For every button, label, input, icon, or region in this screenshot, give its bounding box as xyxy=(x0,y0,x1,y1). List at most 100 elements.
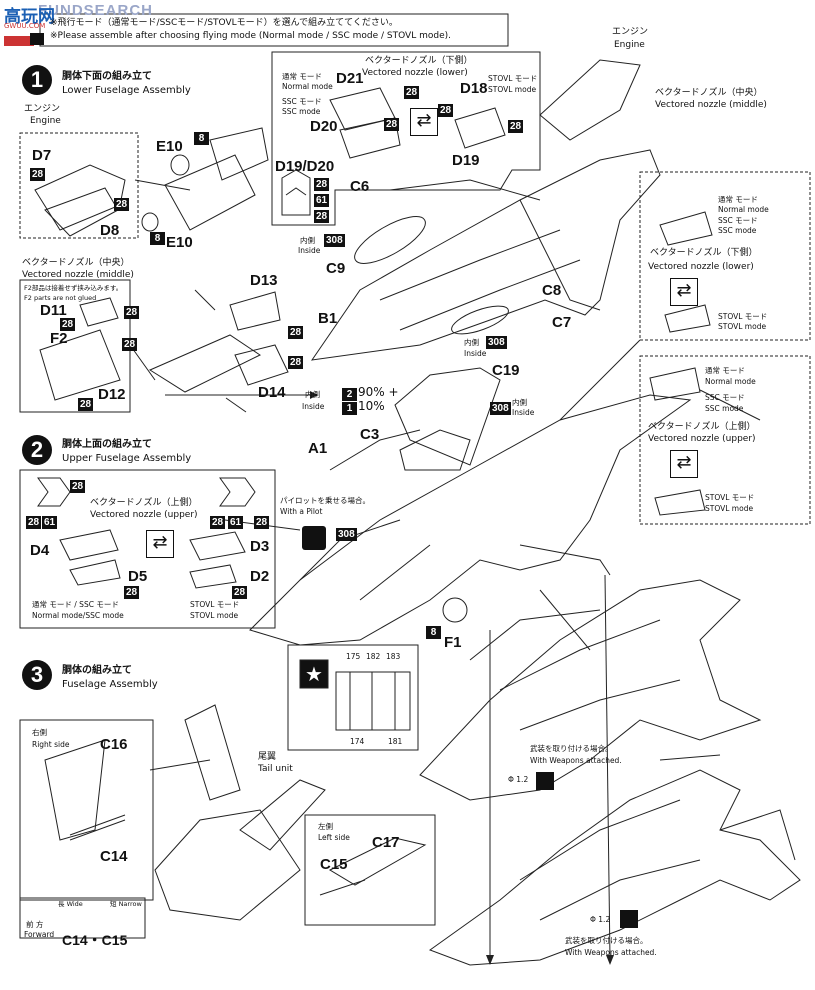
fin-c17 xyxy=(328,837,427,886)
step3-title-jp: 胴体の組み立て xyxy=(62,665,132,676)
stovl-mode4-en: STOVL mode xyxy=(190,611,239,620)
mode-switch-arrows-icon: ⇄ xyxy=(670,278,698,306)
vn-upper2-jp: ベクタードノズル（上側） xyxy=(648,422,756,432)
stovl-mode-jp: STOVL モード xyxy=(488,74,538,83)
paint-badge: 28 xyxy=(114,198,130,211)
decal-174: 174 xyxy=(350,737,365,746)
inside-en-1: Inside xyxy=(298,246,321,255)
phi-label-2: Φ 1.2 xyxy=(590,915,611,924)
ssc-mode3-en: SSC mode xyxy=(705,404,744,413)
inside-jp-4: 内側 xyxy=(512,398,527,407)
inside-en-4: Inside xyxy=(512,408,535,417)
part-d2: D2 xyxy=(250,568,270,585)
normal-mode3-jp: 通常 モード xyxy=(705,366,745,375)
part-c14: C14 xyxy=(100,848,128,865)
vn-lower-en: Vectored nozzle (lower) xyxy=(362,68,468,78)
ssc-mode2-jp: SSC モード xyxy=(718,216,758,225)
left-side-en: Left side xyxy=(318,833,350,842)
paint-badge: 28 xyxy=(124,586,140,599)
paint-badge-1: 1 xyxy=(342,402,357,415)
part-c8: C8 xyxy=(542,282,562,299)
paint-badge: 28 xyxy=(78,398,94,411)
paint-badge: 8 xyxy=(426,626,441,639)
mode-switch-arrows-icon: ⇄ xyxy=(146,530,174,558)
f2-note-jp: F2部品は接着せず挟み込みます。 xyxy=(24,284,123,292)
vn-middle-jp: ベクタードノズル（中央） xyxy=(22,258,130,268)
paint-badge: 28 xyxy=(288,356,304,369)
part-c17: C17 xyxy=(372,834,400,851)
vn-lower2-en: Vectored nozzle (lower) xyxy=(648,262,754,272)
ssc-mode2-en: SSC mode xyxy=(718,226,757,235)
paint-badge: 61 xyxy=(42,516,58,529)
pilot-en: With a Pilot xyxy=(280,507,323,516)
decal-box xyxy=(287,644,419,751)
tail-unit-jp: 尾翼 xyxy=(258,752,277,762)
normal-mode-en: Normal mode xyxy=(282,82,333,91)
step2-box xyxy=(19,469,276,629)
part-b1: B1 xyxy=(318,310,338,327)
step1-title-en: Lower Fuselage Assembly xyxy=(62,85,191,96)
part-c6: C6 xyxy=(350,178,370,195)
vn-lower-jp: ベクタードノズル（下側） xyxy=(365,56,473,66)
part-c19: C19 xyxy=(492,362,520,379)
paint-badge: 308 xyxy=(324,234,345,247)
step2-title-en: Upper Fuselage Assembly xyxy=(62,453,192,464)
part-c14-c15: C14・C15 xyxy=(62,932,128,948)
paint-badge: 28 xyxy=(404,86,420,99)
f2-note-en: F2 parts are not glued xyxy=(24,294,97,302)
pilot-icon xyxy=(302,526,326,550)
engine2-label-jp: エンジン xyxy=(612,27,649,37)
step3-title-en: Fuselage Assembly xyxy=(62,679,158,690)
decal-183: 183 xyxy=(386,652,401,661)
engine-upper xyxy=(539,59,641,141)
paint-badge: 28 xyxy=(508,120,524,133)
weapons-jp: 武装を取り付ける場合。 xyxy=(530,744,613,753)
ssc-mode3-jp: SSC モード xyxy=(705,393,745,402)
decal-181: 181 xyxy=(388,737,403,746)
normal-mode2-en: Normal mode xyxy=(718,205,769,214)
canopy-c3 xyxy=(399,429,471,471)
part-d3: D3 xyxy=(250,538,270,555)
nozzle-lower-box xyxy=(271,51,541,226)
part-c15: C15 xyxy=(320,856,348,873)
header-box xyxy=(39,13,509,47)
paint-badge: 28 xyxy=(314,210,330,223)
vn-lower2-jp: ベクタードノズル（下側） xyxy=(650,248,758,258)
paint-badge: 28 xyxy=(26,516,42,529)
paint-badge: 28 xyxy=(30,168,46,181)
engine-half-d7 xyxy=(34,164,126,231)
paint-badge: 61 xyxy=(314,194,330,207)
paint-badge: 8 xyxy=(150,232,165,245)
part-c16: C16 xyxy=(100,736,128,753)
part-e10-a: E10 xyxy=(156,138,183,155)
drill-icon xyxy=(536,772,554,790)
nozzle-lower-right-box xyxy=(639,171,811,341)
part-c3: C3 xyxy=(360,426,380,443)
stovl-mode-en: STOVL mode xyxy=(488,85,537,94)
stovl-mode3-jp: STOVL モード xyxy=(705,493,755,502)
normal-ssc-jp: 通常 モード / SSC モード xyxy=(32,600,119,609)
ssc-mode-en: SSC mode xyxy=(282,107,321,116)
step1-number: 1 xyxy=(22,65,52,95)
normal-mode-jp: 通常 モード xyxy=(282,72,322,81)
fin-c16 xyxy=(44,739,106,841)
decal-175: 175 xyxy=(346,652,361,661)
paint-badge: 28 xyxy=(70,480,86,493)
part-d12: D12 xyxy=(98,386,126,403)
paint-badge: 8 xyxy=(194,132,209,145)
weapons2-en: With Weapons attached. xyxy=(565,948,657,957)
header-jp: ※飛行モード（通常モード/SSCモード/STOVLモード）を選んで組み立ててくだ… xyxy=(50,18,398,28)
inside-jp-1: 内側 xyxy=(300,236,315,245)
vn-middle2-jp: ベクタードノズル（中央） xyxy=(655,88,763,98)
stovl-mode4-jp: STOVL モード xyxy=(190,600,240,609)
part-d4: D4 xyxy=(30,542,50,559)
part-d13: D13 xyxy=(250,272,278,289)
paint-ratio-90: 90% + xyxy=(358,385,399,399)
paint-badge: 28 xyxy=(60,318,76,331)
paint-badge: 308 xyxy=(490,402,511,415)
paint-badge: 28 xyxy=(210,516,226,529)
part-d21: D21 xyxy=(336,70,364,87)
phi-label: Φ 1.2 xyxy=(508,775,529,784)
header-en: ※Please assemble after choosing flying m… xyxy=(50,31,451,41)
